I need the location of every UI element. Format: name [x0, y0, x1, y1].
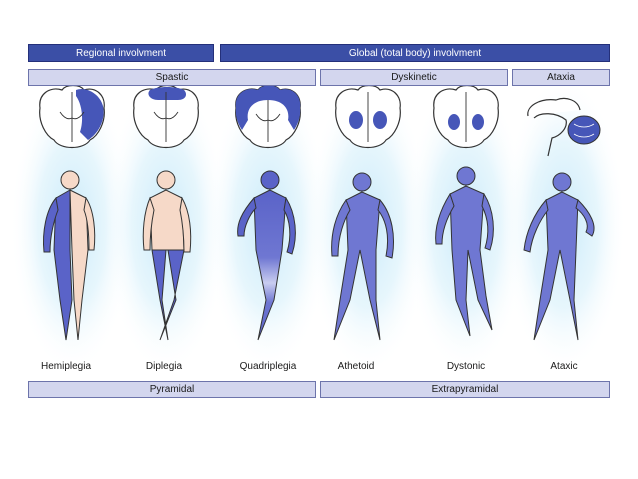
brain-quadriplegia-icon [235, 84, 301, 149]
figure-quadriplegia [237, 170, 296, 341]
brain-hemiplegia-icon [39, 84, 105, 149]
header-global: Global (total body) involvment [220, 44, 610, 62]
footer-pyramidal: Pyramidal [28, 381, 316, 398]
header-regional: Regional involvment [28, 44, 214, 62]
brain-dystonic-icon [433, 84, 499, 149]
brain-ataxic-icon [527, 97, 601, 157]
brain-diplegia-icon [133, 84, 199, 149]
label-ataxic: Ataxic [550, 361, 578, 372]
figure-ataxic [523, 172, 595, 341]
figure-dystonic [435, 166, 494, 337]
label-diplegia: Diplegia [145, 361, 183, 372]
figure-athetoid [331, 172, 394, 341]
figure-diplegia [142, 170, 192, 341]
footer-extrapyramidal: Extrapyramidal [320, 381, 610, 398]
label-dystonic: Dystonic [446, 361, 486, 372]
label-hemiplegia: Hemiplegia [40, 361, 92, 372]
brain-athetoid-icon [335, 84, 401, 149]
figure-hemiplegia [43, 170, 96, 341]
label-athetoid: Athetoid [337, 361, 375, 372]
label-quadriplegia: Quadriplegia [239, 361, 297, 372]
category-ataxia: Ataxia [512, 69, 610, 86]
category-spastic: Spastic [28, 69, 316, 86]
category-dyskinetic: Dyskinetic [320, 69, 508, 86]
